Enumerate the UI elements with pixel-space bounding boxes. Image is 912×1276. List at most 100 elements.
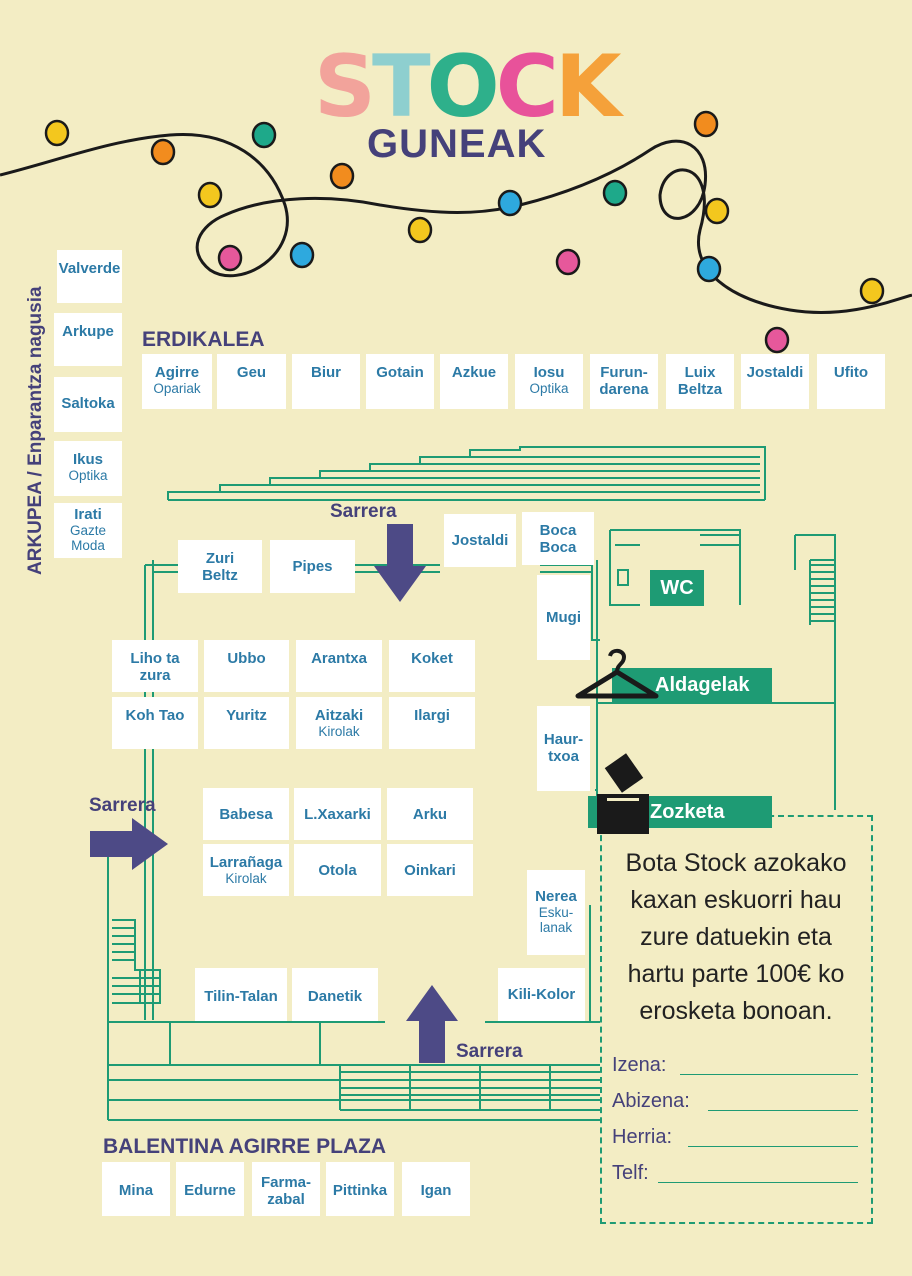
light-bulb-icon [289, 241, 315, 269]
stall-balentina: Igan [402, 1162, 470, 1216]
stall-erdikalea: Geu [217, 354, 286, 409]
entrance-top-label: Sarrera [330, 501, 397, 522]
stall-name: Jostaldi [746, 364, 804, 381]
stall-sub: Kirolak [318, 724, 360, 739]
light-bulb-icon [555, 248, 581, 276]
light-bulb-icon [696, 255, 722, 283]
stall-name: Arkupe [62, 323, 114, 340]
stall-hall: Koh Tao [112, 697, 198, 749]
stall-name: Liho ta [130, 650, 180, 667]
stall-name: Iosu [533, 364, 565, 381]
street-erdikalea: ERDIKALEA [142, 328, 265, 351]
light-bulb-icon [150, 138, 176, 166]
stall-name: Valverde [58, 260, 121, 277]
stall-name: Kili-Kolor [507, 986, 576, 1003]
title-letter: K [554, 37, 622, 137]
arrow-up-icon [406, 985, 458, 1063]
stall-name: Ikus [72, 451, 103, 468]
arrow-down-icon [374, 524, 426, 602]
street-balentina: BALENTINA AGIRRE PLAZA [103, 1135, 387, 1158]
stall-balentina: Edurne [176, 1162, 244, 1216]
contest-line: erosketa bonoan. [639, 997, 833, 1025]
title-letter: T [371, 37, 431, 137]
field-label: Izena: [612, 1054, 667, 1076]
stall-name: Yuritz [226, 707, 267, 724]
stall-name: Jostaldi [451, 532, 509, 549]
stall-name-2: txoa [548, 748, 579, 765]
wc-tag: WC [650, 570, 704, 606]
stall-name: Luix [684, 364, 716, 381]
stall-name: Koket [411, 650, 453, 667]
stall-name: Gotain [376, 364, 424, 381]
stall-name: zura [139, 667, 171, 684]
stall-pipes: Pipes [270, 540, 355, 593]
light-bulb-icon [764, 326, 790, 354]
stall-name: Oinkari [404, 862, 456, 879]
stall-name: Agirre [154, 364, 200, 381]
stall-name: Koh Tao [125, 707, 185, 724]
stall-haurtxoa: Haur-txoa [537, 706, 590, 791]
light-bulb-icon [329, 162, 355, 190]
stall-hall: Otola [294, 844, 381, 896]
stall-name: Nerea [535, 888, 577, 905]
stall-erdikalea: Gotain [366, 354, 434, 409]
arrow-right-icon [90, 818, 168, 870]
field-label: Herria: [612, 1126, 673, 1148]
light-bulb-icon [407, 216, 433, 244]
light-bulb-icon [693, 110, 719, 138]
stall-valverde: Valverde [57, 250, 122, 303]
stall-sub: Optika [68, 468, 108, 483]
stall-name: Tilin-Talan [204, 988, 278, 1005]
stall-name: Geu [236, 364, 267, 381]
entrance-left-label: Sarrera [89, 795, 156, 816]
stall-name: Ilargi [414, 707, 450, 724]
stall-sub: Opariak [153, 381, 201, 396]
stall-name: Boca [539, 522, 577, 539]
wc-label: WC [660, 576, 694, 599]
ballot-box-icon [597, 753, 649, 834]
stall-erdikalea: Furun-darena [590, 354, 658, 409]
stall-name: Farma- [260, 1174, 312, 1191]
stall-name: Aitzaki [314, 707, 364, 724]
field-telf[interactable]: Telf: [612, 1162, 858, 1185]
field-abizena[interactable]: Abizena: [612, 1090, 858, 1113]
stall-name: Igan [420, 1182, 452, 1199]
entrance-bottom-label: Sarrera [456, 1041, 523, 1062]
stall-name: Saltoka [61, 395, 115, 412]
stall-name: Edurne [184, 1182, 236, 1199]
stall-name: Arku [412, 806, 448, 823]
stall-hall: Babesa [203, 788, 289, 840]
stall-hall: Oinkari [387, 844, 473, 896]
stall-name: Irati [74, 506, 102, 523]
light-bulb-icon [704, 197, 730, 225]
title-letter: C [495, 37, 559, 137]
stall-jostaldi-hall: Jostaldi [444, 514, 516, 567]
stall-erdikalea: Biur [292, 354, 360, 409]
stall-name-2: Boca [539, 539, 577, 556]
stall-name: Biur [311, 364, 341, 381]
stall-name: L.Xaxarki [304, 806, 371, 823]
stall-name: Larrañaga [209, 854, 283, 871]
stall-hall: Arku [387, 788, 473, 840]
stall-name: Furun- [600, 364, 648, 381]
stall-name-2: Beltz [202, 567, 238, 584]
stall-name: zabal [267, 1191, 305, 1208]
field-herria[interactable]: Herria: [612, 1126, 858, 1149]
stall-name: Mugi [546, 609, 581, 626]
stall-name: Ufito [833, 364, 869, 381]
stall-erdikalea: Ufito [817, 354, 885, 409]
light-bulb-icon [602, 179, 628, 207]
light-bulb-icon [497, 189, 523, 217]
stall-name: Haur- [543, 731, 584, 748]
contest-text: Bota Stock azokako kaxan eskuorri hau zu… [605, 845, 867, 1030]
title-letter: O [426, 37, 500, 137]
stall-name-2: Beltza [677, 381, 723, 398]
field-izena[interactable]: Izena: [612, 1054, 858, 1077]
title-subtitle: GUNEAK [367, 122, 547, 166]
stall-balentina: Pittinka [326, 1162, 394, 1216]
